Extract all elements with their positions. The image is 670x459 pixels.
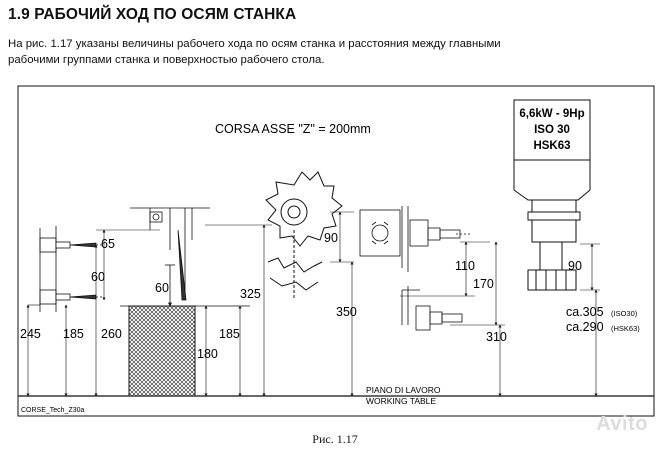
center-column	[130, 207, 210, 307]
spindle-power: 6,6kW - 9Hp	[519, 108, 584, 120]
workpiece-block	[128, 305, 196, 397]
paragraph-line-2: рабочими группами станка и поверхностью …	[8, 54, 325, 66]
drill-unit-left	[39, 226, 104, 312]
ca305-note: (ISO30)	[611, 309, 638, 318]
intro-paragraph: На рис. 1.17 указаны величины рабочего х…	[8, 36, 658, 68]
dim-170: 170	[473, 277, 494, 291]
dim-60-left: 60	[91, 270, 105, 284]
dim-185-left: 185	[63, 327, 84, 341]
horizontal-router	[359, 206, 470, 331]
dim-185-center: 185	[219, 327, 240, 341]
section-heading: 1.9 РАБОЧИЙ ХОД ПО ОСЯМ СТАНКА	[8, 6, 297, 23]
dim-310: 310	[486, 330, 507, 344]
dim-245: 245	[20, 327, 41, 341]
dim-350: 350	[336, 305, 357, 319]
saw-blade	[265, 171, 343, 300]
dim-110: 110	[455, 259, 475, 273]
figure-caption: Рис. 1.17	[312, 432, 358, 446]
table-label-it: PIANO DI LAVORO	[366, 385, 441, 395]
spindle-iso: ISO 30	[534, 124, 570, 136]
watermark: Avito	[596, 413, 648, 435]
ca290-note: (HSK63)	[611, 324, 640, 333]
figure-frame	[17, 85, 655, 417]
spindle-unit	[513, 99, 591, 291]
dim-260: 260	[101, 327, 122, 341]
table-label-en: WORKING TABLE	[366, 396, 436, 406]
drawing-code: CORSE_Tech_Z30a	[21, 407, 85, 414]
ca290-label: ca.290	[566, 320, 604, 334]
dim-180: 180	[197, 347, 218, 361]
spindle-hsk: HSK63	[533, 140, 570, 152]
dim-65: 65	[101, 237, 115, 251]
paragraph-line-1: На рис. 1.17 указаны величины рабочего х…	[8, 38, 501, 50]
dim-90-spindle: 90	[568, 259, 582, 273]
dim-325: 325	[240, 287, 261, 301]
axis-z-title: CORSA ASSE "Z" = 200mm	[215, 122, 371, 136]
dim-90-saw: 90	[324, 231, 338, 245]
dim-60-center: 60	[155, 281, 169, 295]
ca305-label: ca.305	[566, 305, 604, 319]
